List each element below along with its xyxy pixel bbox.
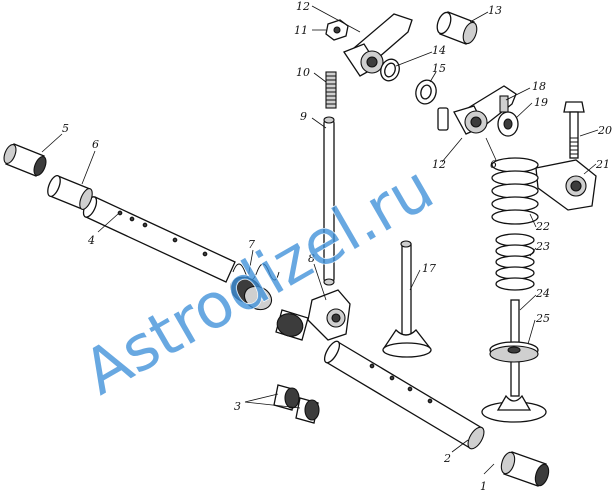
push-rod-9 — [323, 116, 335, 286]
callout-9: 9 — [300, 110, 307, 123]
lock-ring-14 — [380, 58, 400, 82]
callout-22: 22 — [535, 220, 550, 233]
callout-6: 6 — [490, 158, 497, 171]
callout-3: 3 — [234, 400, 241, 413]
rocker-arm-12-upper — [343, 13, 413, 77]
bushing-near-rocker — [275, 309, 309, 341]
end-bushing-1 — [500, 451, 550, 487]
callout-11: 11 — [294, 24, 308, 37]
callout-17: 17 — [422, 262, 436, 275]
inner-valve-spring-23 — [495, 233, 535, 291]
rocker-arm-8 — [307, 289, 351, 341]
rocker-bushing-13 — [436, 11, 478, 45]
callout-18: 18 — [532, 80, 546, 93]
bushings-3 — [273, 384, 320, 424]
rocker-bushing-19 — [497, 111, 519, 137]
callout-2: 2 — [443, 452, 451, 465]
callout-6: 6 — [92, 138, 99, 151]
callout-13: 13 — [488, 4, 502, 17]
rocker-shaft-lower — [323, 340, 485, 450]
callout-14: 14 — [432, 44, 446, 57]
adjusting-screw-10 — [325, 71, 337, 109]
intake-valve-17 — [382, 240, 432, 358]
callout-1: 1 — [480, 480, 487, 493]
rocker-bracket-21 — [535, 159, 597, 211]
callout-23: 23 — [535, 240, 550, 253]
watermark-text: Astrodizel.ru — [71, 151, 445, 409]
callout-5: 5 — [62, 122, 69, 135]
callout-12: 12 — [296, 0, 310, 13]
callout-10: 10 — [296, 66, 310, 79]
callout-21: 21 — [595, 158, 610, 171]
outer-valve-spring-22 — [491, 157, 539, 225]
spacer-spring-7 — [230, 263, 280, 311]
callout-20: 20 — [597, 124, 612, 137]
callout-15: 15 — [432, 62, 446, 75]
spring-plate-25 — [489, 341, 539, 363]
shaft-plug-5 — [3, 143, 47, 177]
bolt-20 — [563, 101, 585, 159]
callout-7: 7 — [248, 238, 255, 251]
callout-labels: 1 2 3 4 5 6 6 7 8 9 10 11 12 12 13 14 15… — [62, 0, 612, 493]
callout-25: 25 — [535, 312, 550, 325]
leader-lines — [41, 5, 599, 475]
spacer-sleeve-6 — [47, 174, 93, 210]
callout-12: 12 — [432, 158, 446, 171]
callout-24: 24 — [535, 287, 550, 300]
rocker-shaft-upper — [82, 196, 236, 283]
lock-nut-11 — [325, 19, 349, 41]
adjusting-screw-18 — [499, 95, 509, 113]
callout-4: 4 — [87, 234, 95, 247]
callout-19: 19 — [534, 96, 548, 109]
washer-15 — [415, 79, 437, 105]
callout-8: 8 — [308, 252, 315, 265]
